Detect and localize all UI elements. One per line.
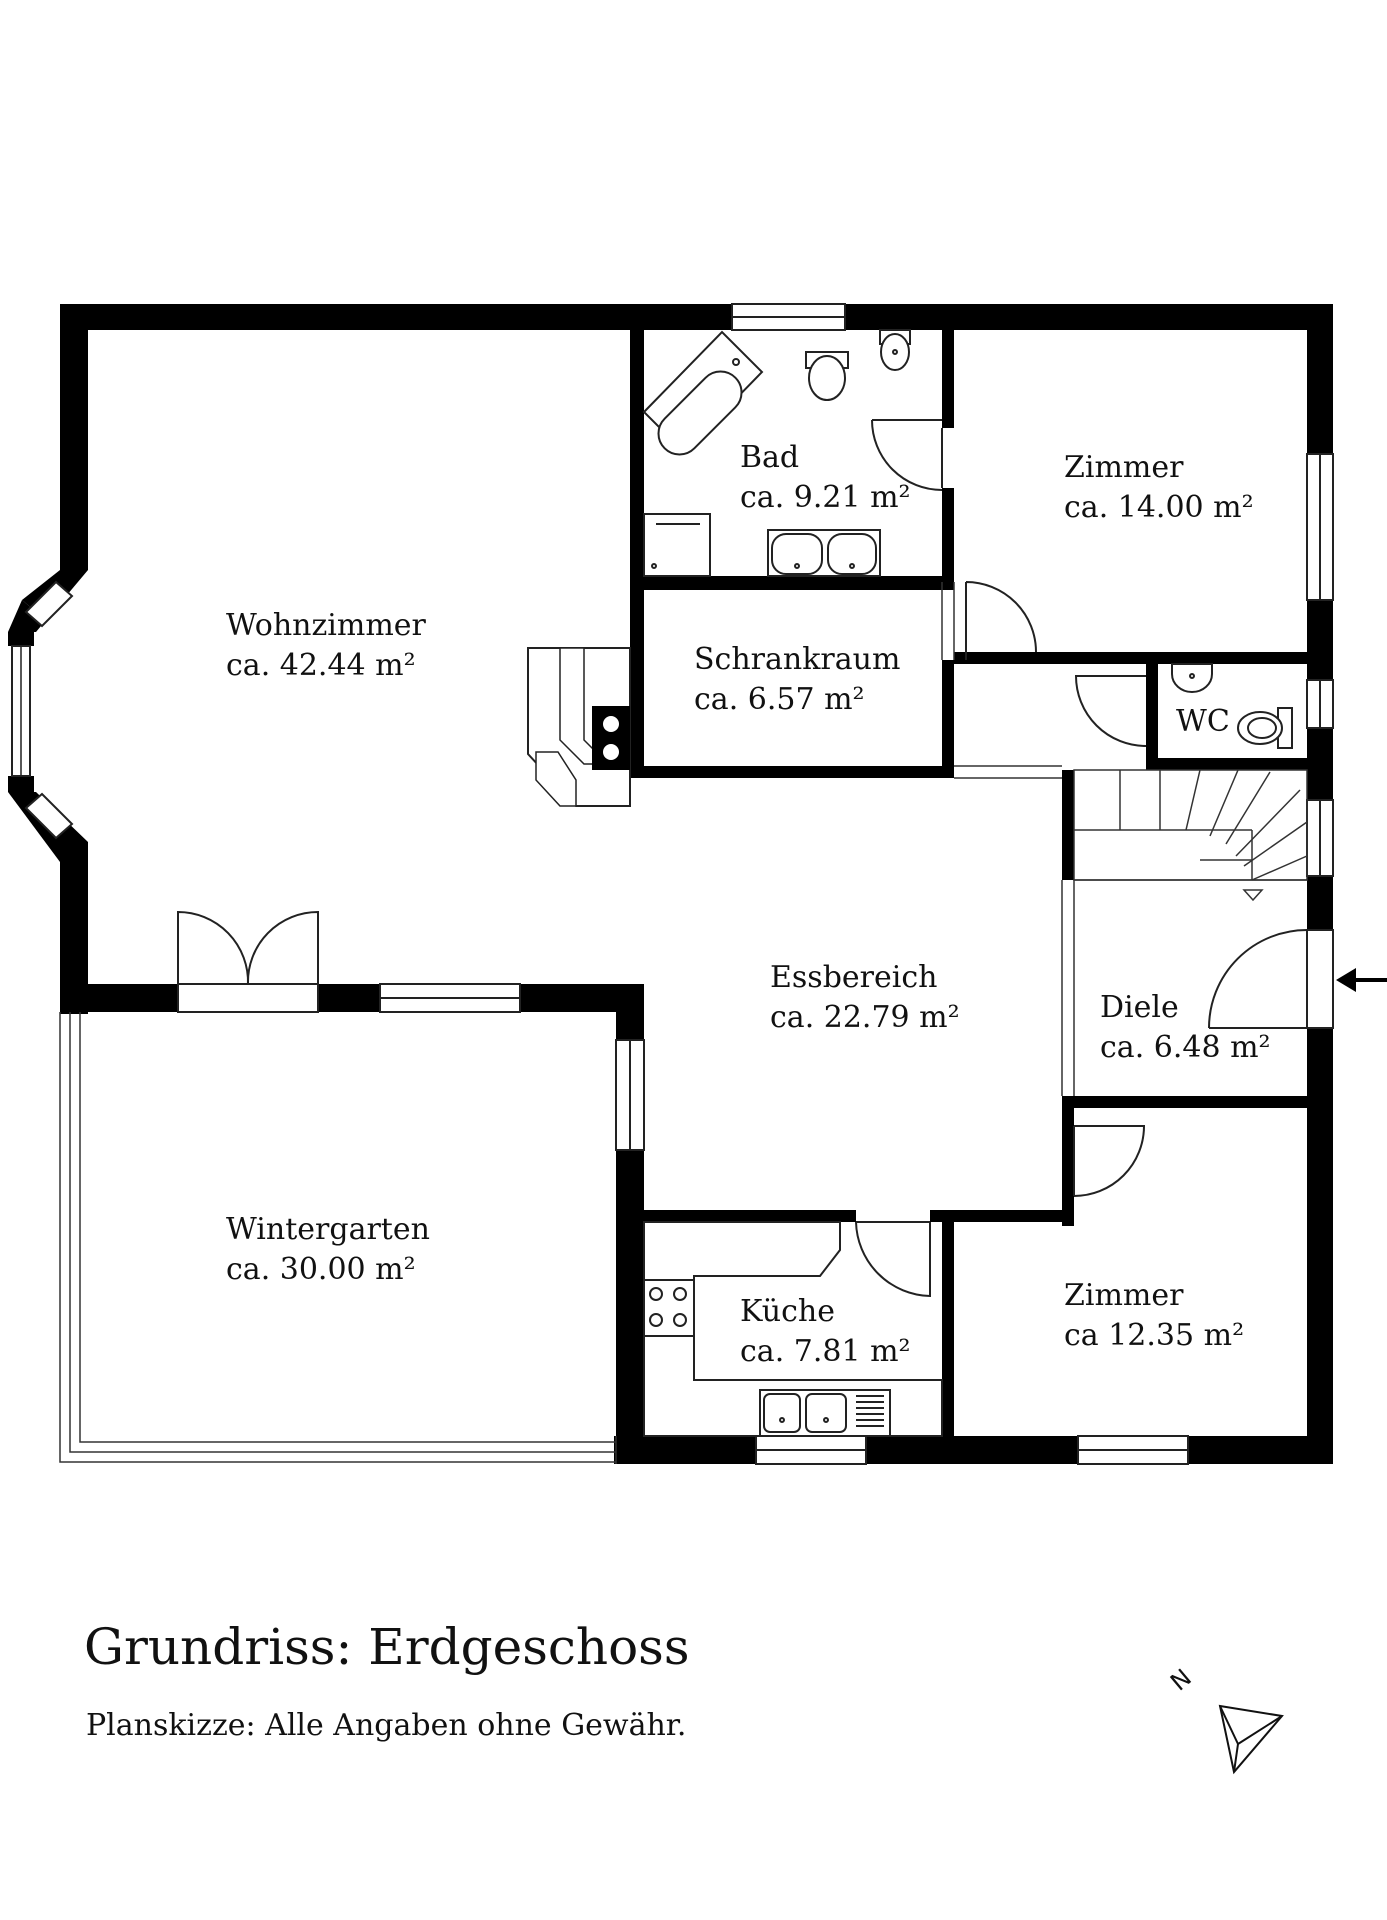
staircase (1073, 769, 1308, 902)
room-name: Schrankraum (694, 642, 901, 677)
room-schrankraum: Schrankraum ca. 6.57 m² (694, 640, 900, 720)
wc-fixtures (1171, 663, 1293, 749)
compass-icon (1218, 1704, 1284, 1775)
windows (379, 303, 1334, 1465)
room-wohnzimmer: Wohnzimmer ca. 42.44 m² (226, 606, 426, 686)
room-name: WC (1176, 704, 1230, 739)
interior-walls (630, 330, 1333, 1436)
room-name: Küche (740, 1294, 835, 1329)
room-kueche: Küche ca. 7.81 m² (740, 1292, 911, 1372)
room-name: Essbereich (770, 960, 938, 995)
doors (177, 419, 1147, 1298)
room-zimmer-south: Zimmer ca 12.35 m² (1064, 1276, 1244, 1356)
room-area: ca. 6.48 m² (1100, 1030, 1271, 1065)
room-wintergarten: Wintergarten ca. 30.00 m² (226, 1210, 430, 1290)
room-area: ca. 6.57 m² (694, 682, 865, 717)
room-area: ca. 22.79 m² (770, 1000, 960, 1035)
room-area: ca. 7.81 m² (740, 1334, 911, 1369)
room-diele: Diele ca. 6.48 m² (1100, 988, 1271, 1068)
room-area: ca. 14.00 m² (1064, 490, 1254, 525)
entrance (1208, 929, 1387, 1029)
wintergarten-glazing (59, 1012, 617, 1464)
room-bad: Bad ca. 9.21 m² (740, 438, 911, 518)
room-area: ca 12.35 m² (1064, 1318, 1245, 1353)
plan-title: Grundriss: Erdgeschoss (84, 1618, 690, 1676)
room-name: Wohnzimmer (226, 608, 426, 643)
room-area: ca. 42.44 m² (226, 648, 416, 683)
room-name: Bad (740, 440, 800, 475)
room-essbereich: Essbereich ca. 22.79 m² (770, 958, 960, 1038)
room-area: ca. 9.21 m² (740, 480, 911, 515)
bad-fixtures (642, 329, 911, 577)
room-name: Zimmer (1064, 1278, 1184, 1313)
kueche-fixtures (643, 1221, 943, 1437)
bay-window (8, 570, 88, 862)
room-wc: WC (1176, 702, 1230, 742)
room-area: ca. 30.00 m² (226, 1252, 416, 1287)
fireplace (527, 647, 631, 807)
plan-disclaimer: Planskizze: Alle Angaben ohne Gewähr. (86, 1708, 687, 1743)
room-name: Wintergarten (226, 1212, 430, 1247)
outer-walls (60, 304, 1333, 1464)
room-name: Diele (1100, 990, 1179, 1025)
room-name: Zimmer (1064, 450, 1184, 485)
room-zimmer-north: Zimmer ca. 14.00 m² (1064, 448, 1254, 528)
